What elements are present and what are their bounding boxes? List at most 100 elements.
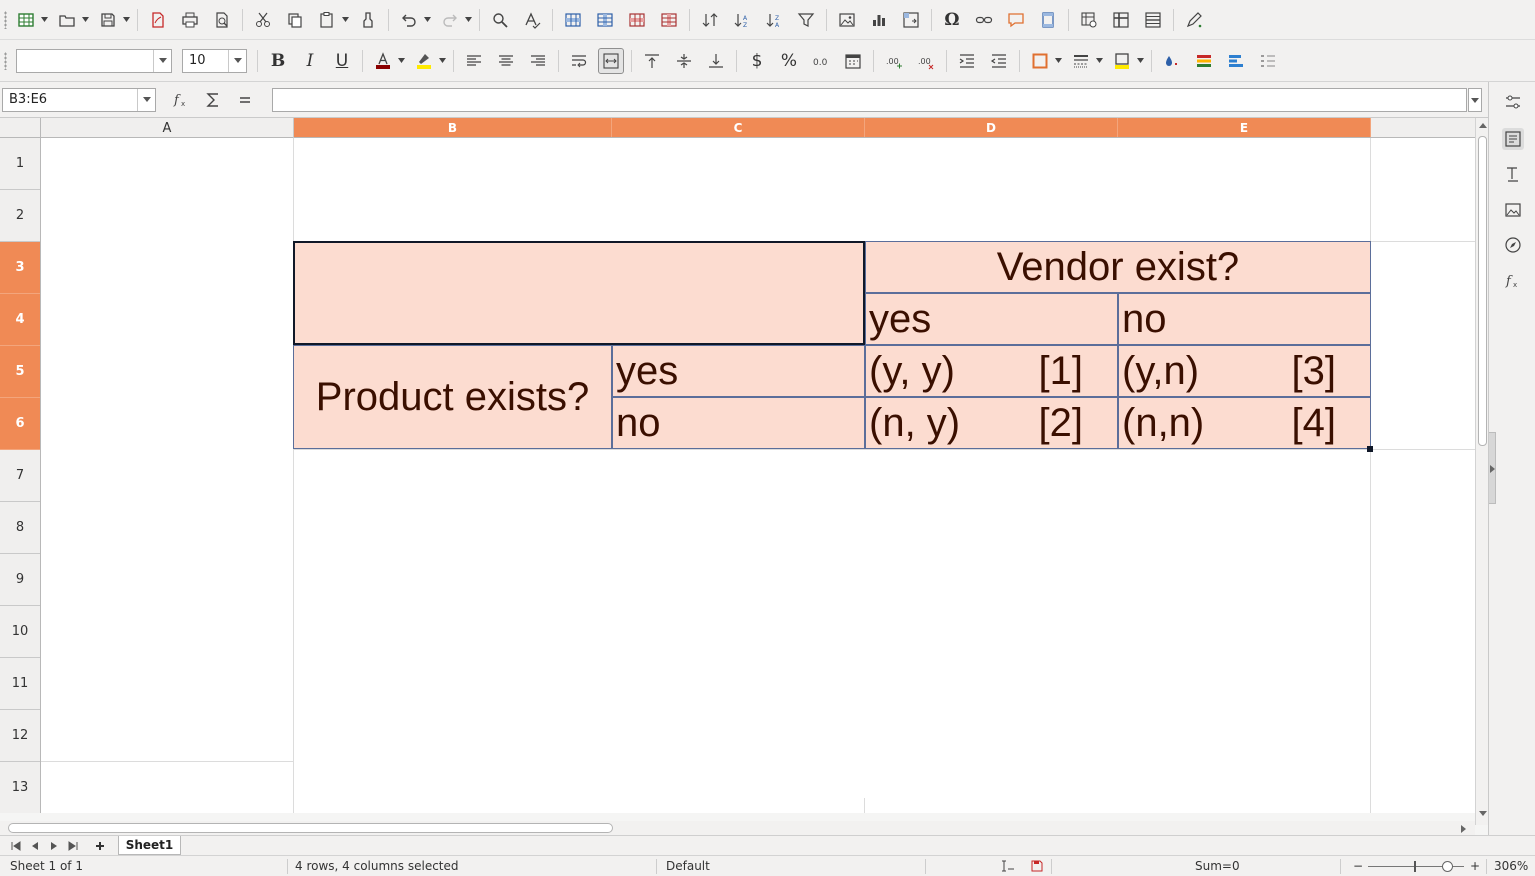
align-right-icon[interactable] — [525, 48, 551, 74]
define-print-area-icon[interactable] — [1076, 7, 1102, 33]
scroll-up-icon[interactable] — [1478, 120, 1487, 130]
row-header[interactable]: 8 — [0, 502, 40, 554]
row-header[interactable]: 13 — [0, 762, 40, 813]
row-header[interactable]: 3 — [0, 242, 40, 294]
horizontal-scrollbar[interactable] — [0, 821, 1475, 835]
vendor-yes-cell[interactable]: yes — [865, 293, 1118, 345]
new-spreadsheet-icon[interactable] — [13, 7, 39, 33]
column-header-d[interactable]: D — [865, 118, 1118, 137]
select-all-corner[interactable] — [0, 118, 41, 138]
data-bar-icon[interactable] — [1223, 48, 1249, 74]
horizontal-scroll-thumb[interactable] — [8, 823, 613, 833]
column-header-a[interactable]: A — [41, 118, 294, 138]
sum-display[interactable]: Sum=0 — [1195, 859, 1240, 873]
increase-indent-icon[interactable] — [954, 48, 980, 74]
zoom-in-button[interactable]: + — [1470, 859, 1481, 873]
column-header-b[interactable]: B — [294, 118, 612, 137]
styles-icon[interactable] — [1502, 128, 1524, 150]
font-size-combo[interactable]: 10 — [182, 48, 247, 73]
clone-formatting-icon[interactable] — [355, 7, 381, 33]
open-icon[interactable] — [54, 7, 80, 33]
add-sheet-icon[interactable] — [92, 838, 108, 854]
row-header[interactable]: 9 — [0, 554, 40, 606]
zoom-level[interactable]: 306% — [1494, 859, 1529, 873]
document-modified-icon[interactable] — [1031, 860, 1043, 875]
zoom-slider-thumb[interactable] — [1442, 861, 1453, 872]
fill-handle[interactable] — [1367, 446, 1373, 452]
align-center-icon[interactable] — [493, 48, 519, 74]
export-pdf-icon[interactable] — [145, 7, 171, 33]
bold-button[interactable]: B — [270, 50, 286, 71]
properties-icon[interactable] — [1502, 91, 1524, 113]
chevron-down-icon[interactable] — [153, 49, 171, 72]
vendor-exist-header[interactable]: Vendor exist? — [865, 241, 1371, 293]
navigator-icon[interactable] — [1502, 234, 1524, 256]
percent-format-icon[interactable]: % — [780, 50, 798, 71]
sum-icon[interactable] — [200, 87, 226, 113]
save-dropdown-icon[interactable] — [121, 7, 131, 33]
border-color-icon[interactable] — [1109, 48, 1135, 74]
next-sheet-icon[interactable] — [46, 838, 62, 854]
row-header[interactable]: 1 — [0, 138, 40, 190]
comment-icon[interactable] — [1003, 7, 1029, 33]
split-window-icon[interactable] — [1140, 7, 1166, 33]
cut-icon[interactable] — [250, 7, 276, 33]
date-format-icon[interactable] — [840, 48, 866, 74]
align-top-icon[interactable] — [639, 48, 665, 74]
copy-icon[interactable] — [282, 7, 308, 33]
scroll-down-icon[interactable] — [1478, 808, 1487, 818]
font-color-dropdown-icon[interactable] — [396, 48, 406, 74]
currency-format-icon[interactable]: $ — [751, 50, 763, 71]
toolbar-grip[interactable] — [4, 10, 7, 29]
hyperlink-icon[interactable] — [971, 7, 997, 33]
border-style-icon[interactable] — [1068, 48, 1094, 74]
borders-icon[interactable] — [1027, 48, 1053, 74]
vertical-scroll-thumb[interactable] — [1478, 136, 1487, 446]
freeze-rows-columns-icon[interactable] — [1108, 7, 1134, 33]
merge-center-icon[interactable] — [598, 47, 624, 74]
print-icon[interactable] — [177, 7, 203, 33]
row-header[interactable]: 4 — [0, 294, 40, 346]
delete-column-icon[interactable] — [656, 7, 682, 33]
expand-formula-bar-icon[interactable] — [1468, 88, 1482, 112]
row-header[interactable]: 7 — [0, 450, 40, 502]
row-header[interactable]: 10 — [0, 606, 40, 658]
image-icon[interactable] — [834, 7, 860, 33]
formula-input[interactable] — [272, 88, 1467, 112]
highlighting-color-icon[interactable] — [411, 48, 437, 74]
last-sheet-icon[interactable] — [65, 838, 81, 854]
paste-dropdown-icon[interactable] — [340, 7, 350, 33]
column-icon[interactable] — [592, 7, 618, 33]
vertical-scrollbar[interactable] — [1475, 118, 1488, 825]
sheet-tab-sheet1[interactable]: Sheet1 — [118, 836, 181, 855]
cell-d5[interactable]: (y, y)[1] — [865, 345, 1118, 397]
paste-icon[interactable] — [314, 7, 340, 33]
align-bottom-icon[interactable] — [703, 48, 729, 74]
gallery-icon[interactable] — [1502, 199, 1524, 221]
chevron-down-icon[interactable] — [228, 49, 246, 72]
row-header[interactable]: 11 — [0, 658, 40, 710]
toolbar-grip[interactable] — [4, 51, 7, 70]
page-style[interactable]: Default — [666, 859, 710, 873]
borders-dropdown-icon[interactable] — [1053, 48, 1063, 74]
formula-icon[interactable] — [232, 87, 258, 113]
delete-row-icon[interactable] — [624, 7, 650, 33]
insert-mode-icon[interactable] — [1001, 860, 1015, 875]
column-header-e[interactable]: E — [1118, 118, 1371, 137]
cell-e5[interactable]: (y,n)[3] — [1118, 345, 1371, 397]
new-dropdown-icon[interactable] — [39, 7, 49, 33]
wrap-text-icon[interactable] — [566, 48, 592, 74]
highlighting-dropdown-icon[interactable] — [437, 48, 447, 74]
autofilter-icon[interactable] — [793, 7, 819, 33]
color-scale-icon[interactable] — [1191, 48, 1217, 74]
icon-set-icon[interactable] — [1255, 48, 1281, 74]
redo-icon[interactable] — [437, 7, 463, 33]
scroll-right-icon[interactable] — [1459, 824, 1468, 833]
delete-decimal-place-icon[interactable]: .00 — [913, 48, 939, 74]
merged-cell-b3-c4[interactable] — [293, 241, 865, 345]
chevron-down-icon[interactable] — [137, 88, 155, 111]
save-icon[interactable] — [95, 7, 121, 33]
